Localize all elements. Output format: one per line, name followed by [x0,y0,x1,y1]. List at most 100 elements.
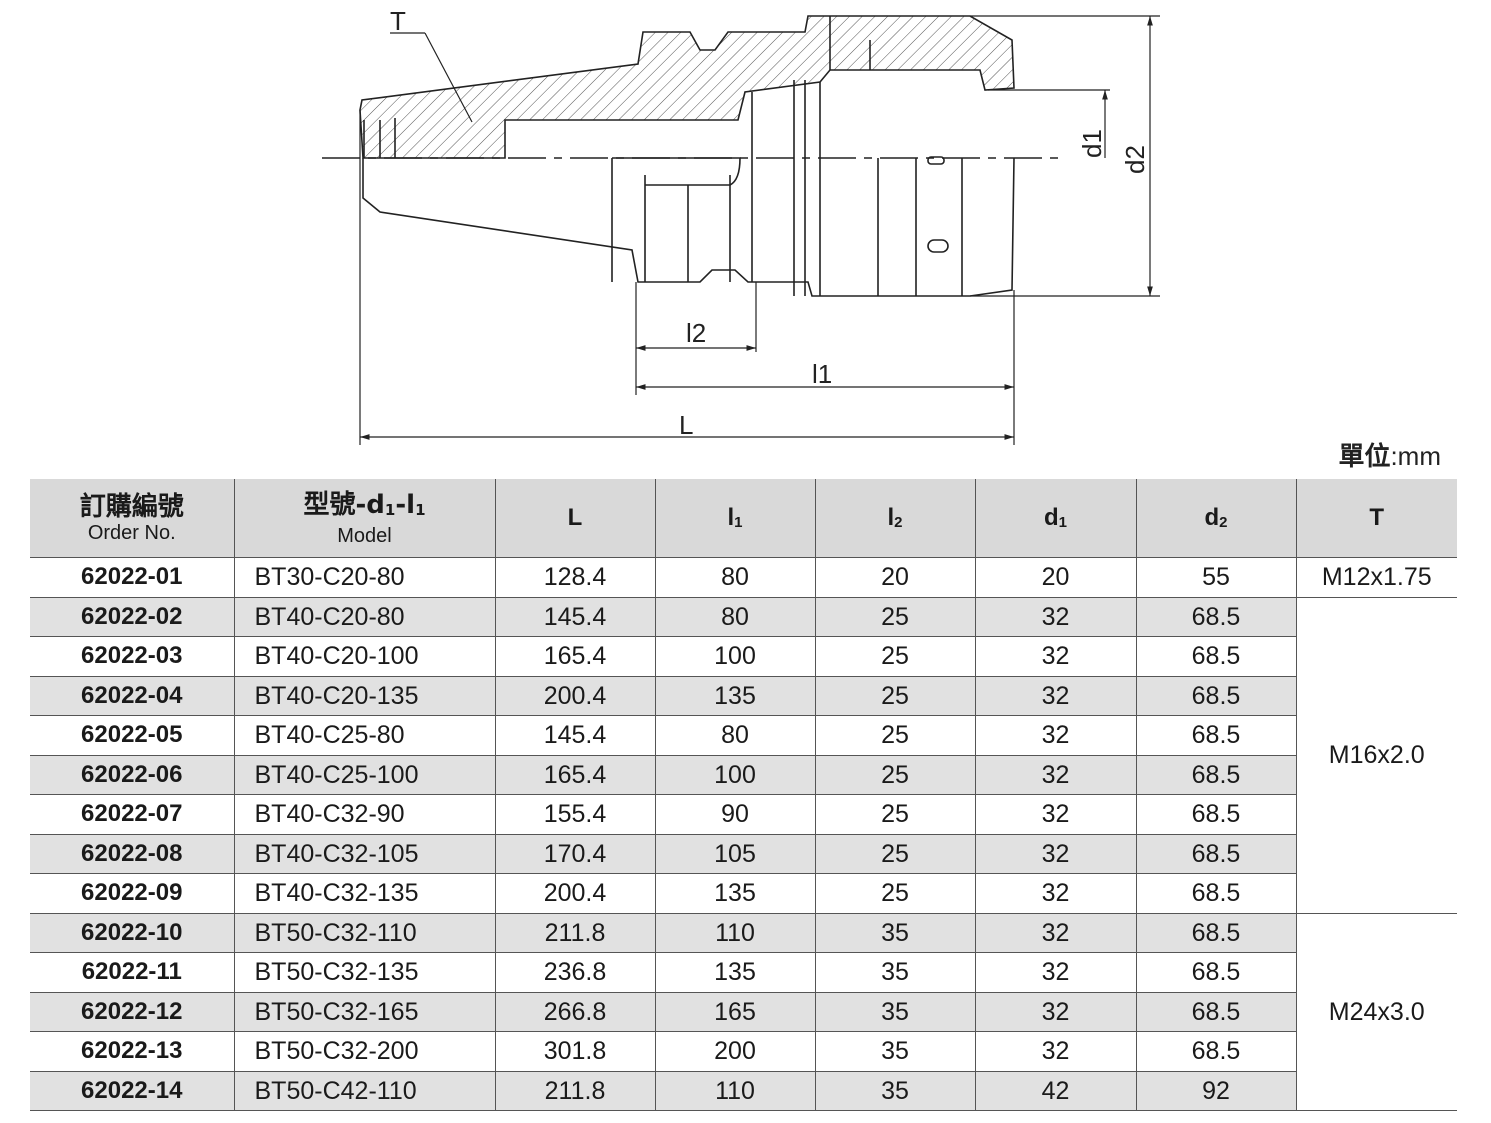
T-leader [390,32,473,123]
cell-l1: 110 [654,1071,815,1111]
cell-l2: 35 [814,1071,975,1111]
cell-l1: 135 [654,676,815,716]
cell-l2: 35 [814,1031,975,1072]
cell-l1: 105 [654,834,815,874]
header-d2: d2 [1135,479,1296,558]
header-order-no: 訂購編號 Order No. [30,479,234,558]
cell-order: 62022-13 [30,1031,234,1072]
cell-l2: 25 [814,873,975,914]
cell-order: 62022-10 [30,913,234,953]
cell-model: BT40-C20-135 [233,676,495,716]
l1-label: l1 [812,359,832,389]
cell-order: 62022-08 [30,834,234,874]
cell-L: 211.8 [494,913,655,953]
cell-l2: 25 [814,715,975,756]
cell-d2: 68.5 [1135,913,1296,953]
l2-label: l2 [686,318,706,348]
cell-d1: 32 [974,834,1136,874]
cell-L: 266.8 [494,992,655,1032]
cell-d1: 32 [974,715,1136,756]
header-T: T [1295,479,1457,558]
cell-model: BT40-C25-100 [233,755,495,795]
cell-L: 155.4 [494,794,655,835]
header-l1: l1 [654,479,815,558]
cell-model: BT40-C25-80 [233,715,495,756]
cell-d2: 68.5 [1135,873,1296,914]
cell-d2: 68.5 [1135,794,1296,835]
cell-l1: 200 [654,1031,815,1072]
cell-l1: 80 [654,597,815,637]
cell-d2: 68.5 [1135,755,1296,795]
cell-order: 62022-12 [30,992,234,1032]
cell-d2: 68.5 [1135,597,1296,637]
cell-d1: 32 [974,952,1136,993]
cell-d2: 68.5 [1135,952,1296,993]
cell-d2: 68.5 [1135,715,1296,756]
cell-l2: 35 [814,992,975,1032]
cell-l1: 135 [654,873,815,914]
header-d1: d1 [974,479,1136,558]
cell-order: 62022-03 [30,636,234,677]
cell-model: BT40-C20-100 [233,636,495,677]
cell-model: BT50-C32-135 [233,952,495,993]
length-dimensions [359,110,1015,445]
cell-l1: 135 [654,952,815,993]
cell-d1: 32 [974,913,1136,953]
cell-l2: 25 [814,834,975,874]
d1-label: d1 [1077,129,1107,158]
cell-model: BT50-C42-110 [233,1071,495,1111]
cell-l1: 100 [654,636,815,677]
cell-d1: 32 [974,794,1136,835]
cell-thread: M24x3.0 [1295,913,1457,1111]
cell-L: 170.4 [494,834,655,874]
cell-thread: M12x1.75 [1295,557,1457,598]
cell-L: 211.8 [494,1071,655,1111]
cell-model: BT40-C32-135 [233,873,495,914]
table-header-row: 訂購編號 Order No. 型號-d1-l1 Model L l1 l2 d1… [30,479,1457,558]
cell-L: 236.8 [494,952,655,993]
cell-l2: 25 [814,794,975,835]
cell-d1: 42 [974,1071,1136,1111]
d2-label: d2 [1120,145,1150,174]
cell-d1: 20 [974,557,1136,598]
cell-l2: 25 [814,636,975,677]
holder-outline [359,15,1015,297]
cell-L: 200.4 [494,676,655,716]
unit-label: 單位 [1338,442,1391,472]
unit-note: 單位:mm [1338,436,1441,473]
cell-model: BT50-C32-200 [233,1031,495,1072]
cell-d1: 32 [974,597,1136,637]
cell-L: 301.8 [494,1031,655,1072]
cell-d1: 32 [974,992,1136,1032]
cell-d2: 68.5 [1135,992,1296,1032]
cell-d2: 68.5 [1135,1031,1296,1072]
cell-L: 145.4 [494,715,655,756]
header-model: 型號-d1-l1 Model [233,479,495,558]
cell-order: 62022-07 [30,794,234,835]
cell-d2: 55 [1135,557,1296,598]
cell-model: BT50-C32-165 [233,992,495,1032]
cell-d2: 68.5 [1135,636,1296,677]
diameter-dimensions [970,15,1160,297]
cell-model: BT40-C32-105 [233,834,495,874]
cell-order: 62022-14 [30,1071,234,1111]
cell-thread: M16x2.0 [1295,597,1457,914]
cell-model: BT50-C32-110 [233,913,495,953]
cell-l2: 35 [814,913,975,953]
cell-model: BT40-C32-90 [233,794,495,835]
cell-order: 62022-02 [30,597,234,637]
cell-order: 62022-05 [30,715,234,756]
cell-L: 200.4 [494,873,655,914]
cell-L: 128.4 [494,557,655,598]
